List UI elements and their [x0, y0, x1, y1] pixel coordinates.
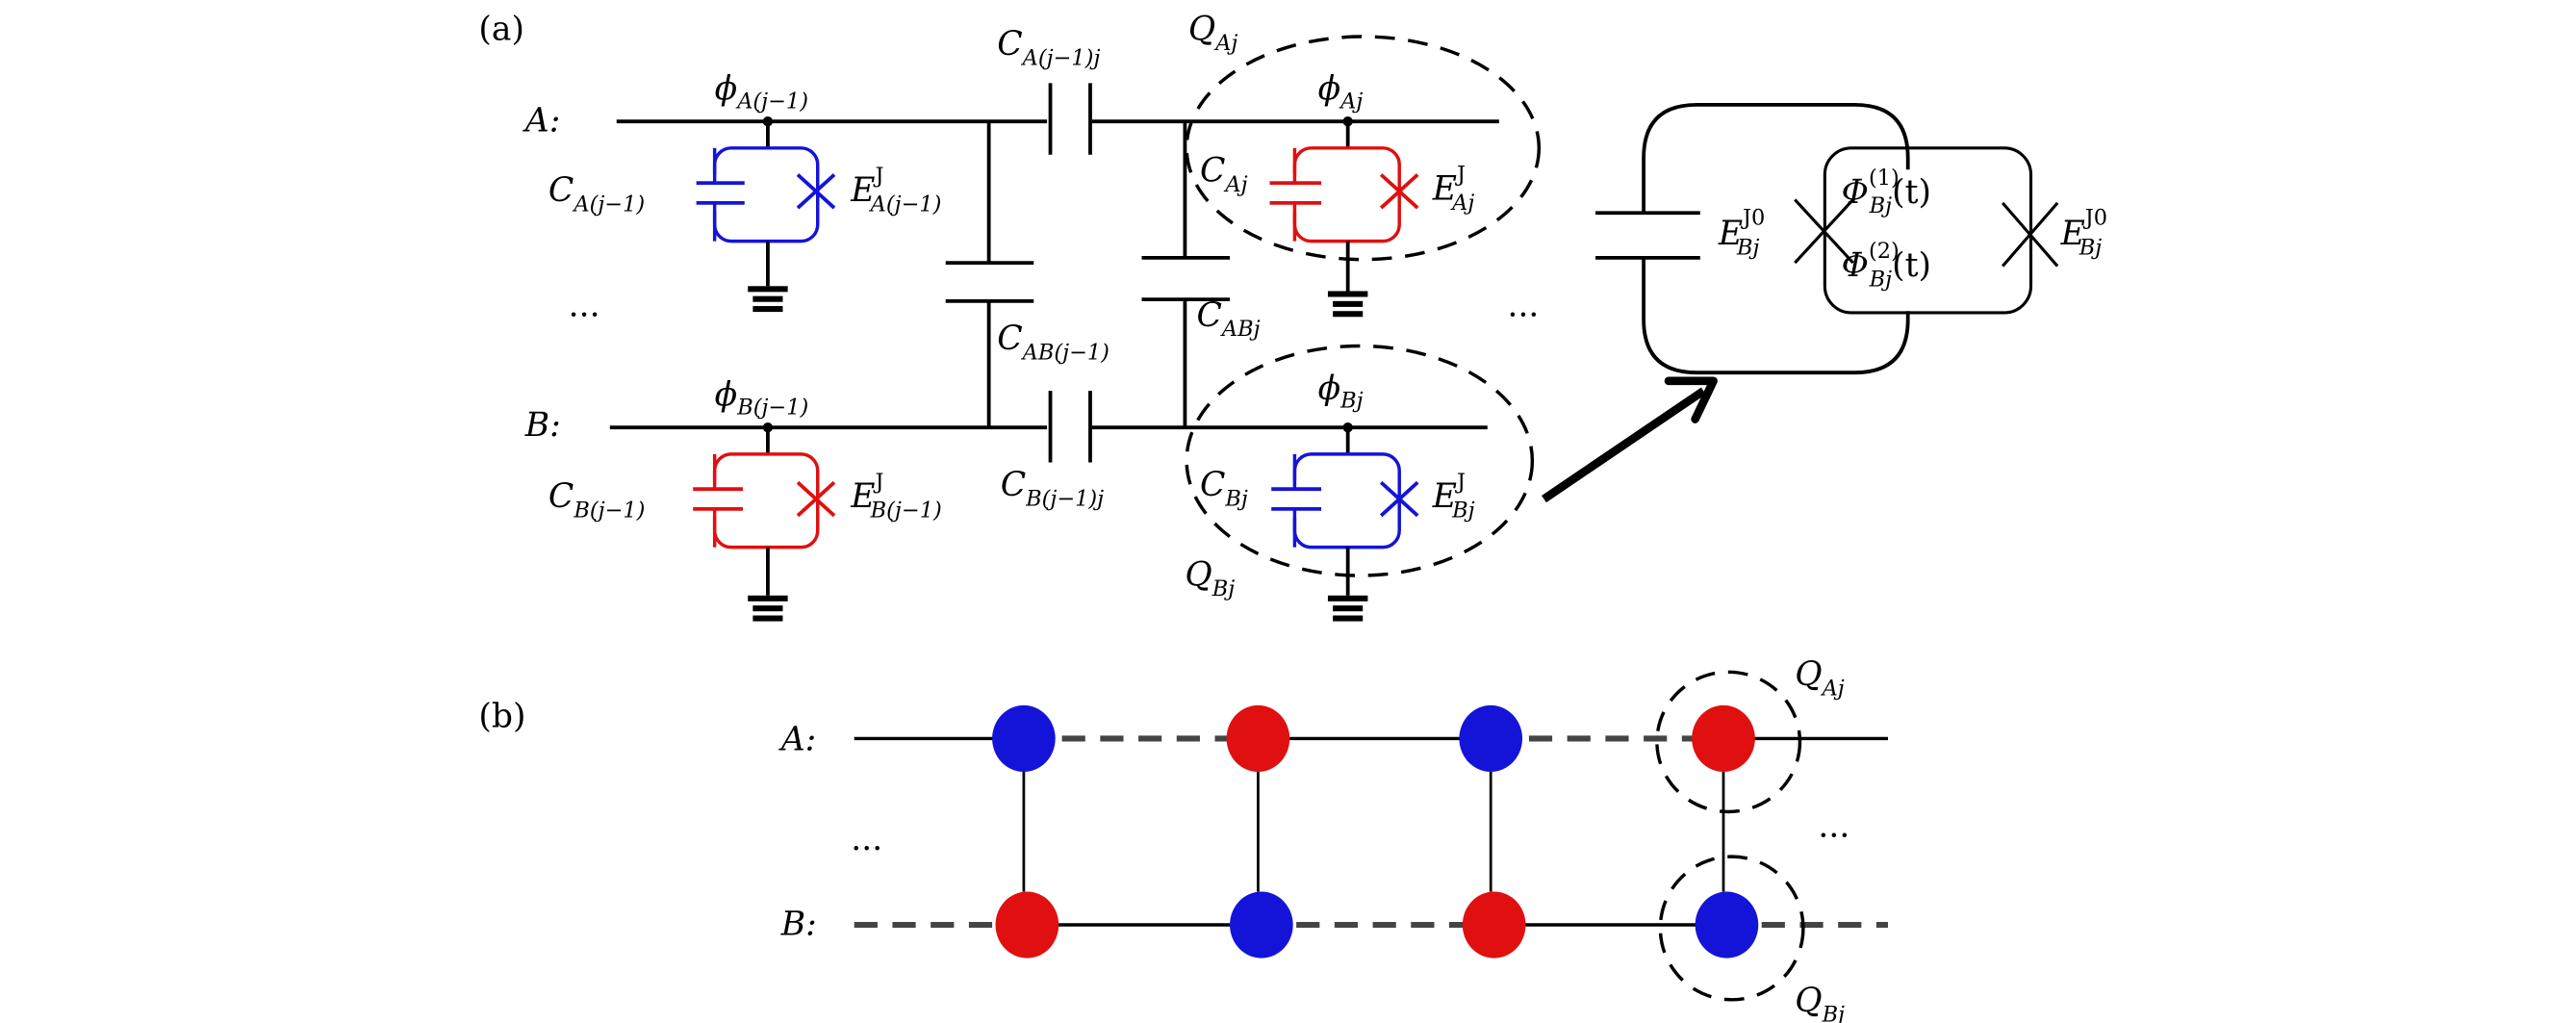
label-q-b-j-lattice: QBj [1795, 982, 1845, 1023]
qubit-b-j-lattice-boundary [1658, 855, 1805, 1002]
rail-a-label: A: [523, 102, 561, 141]
capacitor-ab-jm1 [945, 121, 1034, 428]
qubit-lattice [854, 704, 1888, 959]
lattice-node-a-3-red [1692, 704, 1755, 773]
rail-b-panel-b-label: B: [780, 905, 817, 943]
panel-b-label: (b) [478, 697, 525, 735]
josephson-junction-icon [796, 480, 836, 518]
label-c-a-j: CAj [1200, 151, 1248, 196]
ground-icon [748, 595, 788, 622]
label-q-a-j-lattice: QAj [1795, 655, 1845, 701]
lattice-node-b-3-blue [1695, 891, 1759, 959]
label-q-b-j: QBj [1185, 555, 1235, 601]
ellipsis-right: ··· [1507, 296, 1539, 335]
rail-b-label: B: [524, 406, 561, 445]
lattice-node-b-0-red [995, 891, 1059, 959]
josephson-junction-icon [2001, 201, 2059, 268]
qubit-b-j-boundary [1185, 344, 1535, 577]
josephson-junction-icon [796, 173, 836, 210]
ground-icon [748, 286, 788, 313]
lattice-node-b-2-red [1462, 891, 1526, 959]
josephson-junction-icon [1794, 198, 1854, 265]
lattice-node-a-2-blue [1459, 704, 1523, 773]
label-c-ab-jm1: CAB(j−1) [997, 320, 1109, 365]
lattice-node-b-1-blue [1230, 891, 1293, 959]
label-c-ab-j: CABj [1197, 296, 1261, 342]
label-flux-1: Φ(1)Bj(t) [1842, 166, 1931, 218]
label-c-a-series: CA(j−1)j [997, 25, 1100, 70]
label-phi-b-jm1: ϕB(j−1) [715, 376, 809, 421]
capacitor-b-series [1048, 391, 1092, 463]
josephson-junction-icon [1379, 173, 1419, 210]
transmon-b-j [1271, 422, 1419, 622]
label-c-a-jm1: CA(j−1) [548, 171, 645, 217]
transmon-a-jm1 [696, 115, 836, 313]
lattice-node-a-0-blue [992, 704, 1056, 773]
transmon-a-j [1269, 115, 1419, 318]
transmon-b-jm1 [693, 422, 836, 622]
label-q-a-j: QAj [1188, 10, 1238, 55]
zoom-arrow-icon [1542, 376, 1718, 503]
ground-icon [1327, 291, 1368, 318]
capacitor-a-series [1048, 83, 1092, 155]
label-c-b-j: CBj [1200, 466, 1248, 511]
josephson-junction-icon [1379, 480, 1419, 518]
squid-detail [1595, 102, 2059, 375]
rail-b-panel-a-label: A: [778, 721, 817, 759]
ellipsis-left-lattice: ··· [851, 831, 882, 869]
label-phi-a-j: ϕAj [1318, 70, 1364, 115]
qubit-a-j-lattice-boundary [1655, 670, 1802, 814]
label-flux-2: Φ(2)Bj(t) [1842, 239, 1931, 292]
capacitor-ab-j [1141, 121, 1231, 428]
ellipsis-right-lattice: ··· [1818, 817, 1849, 856]
lattice-node-a-1-red [1226, 704, 1290, 773]
ground-icon [1327, 595, 1368, 622]
label-phi-b-j: ϕBj [1318, 370, 1364, 414]
label-phi-a-jm1: ϕA(j−1) [715, 70, 808, 115]
ellipsis-left: ··· [569, 296, 600, 335]
label-c-b-jm1: CB(j−1) [548, 477, 645, 523]
label-c-b-series: CB(j−1)j [1001, 466, 1104, 511]
qubit-a-j-boundary [1185, 35, 1542, 262]
panel-a-label: (a) [478, 10, 524, 48]
